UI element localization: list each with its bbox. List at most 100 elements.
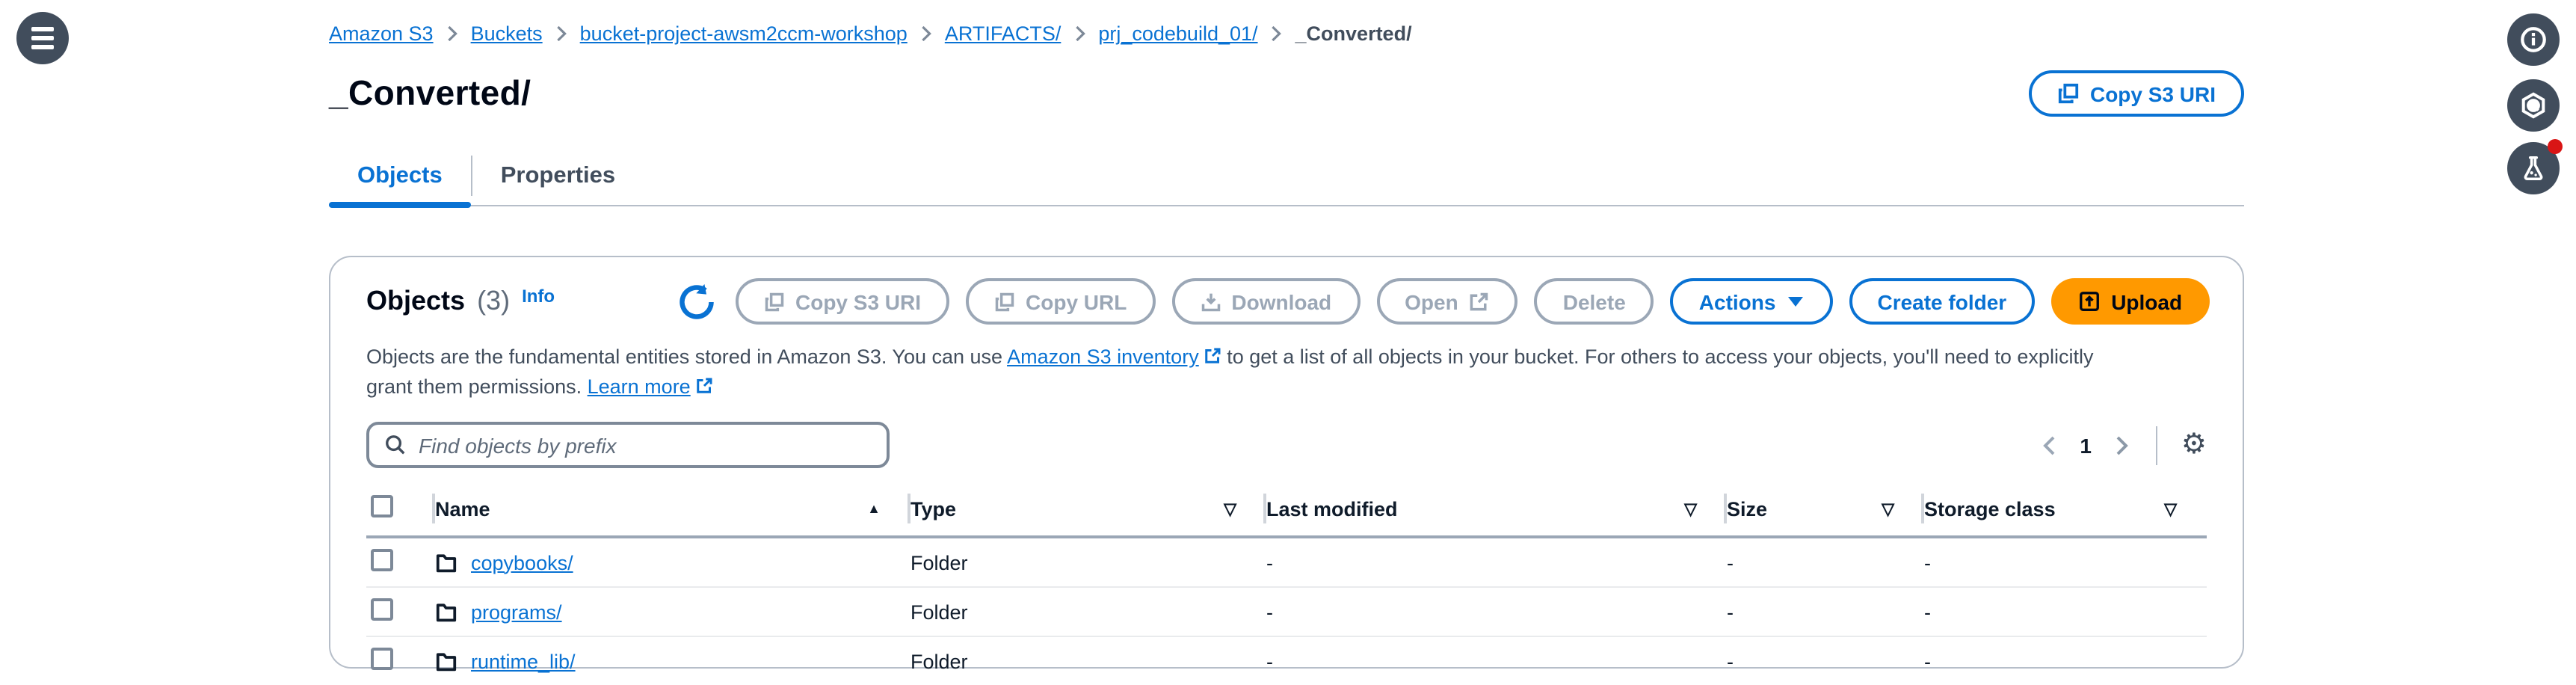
column-label: Name: [435, 497, 490, 520]
delete-button[interactable]: Delete: [1534, 278, 1654, 325]
search-box: [366, 422, 890, 468]
copy-icon: [765, 292, 784, 311]
refresh-button[interactable]: [677, 282, 716, 321]
download-button[interactable]: Download: [1171, 278, 1361, 325]
select-all-checkbox[interactable]: [371, 495, 393, 517]
objects-toolbar: Copy S3 URI Copy URL Download Open: [677, 278, 2210, 325]
chevron-right-icon: [1272, 25, 1282, 42]
breadcrumb-buckets[interactable]: Buckets: [470, 22, 543, 45]
copy-s3-uri-button[interactable]: Copy S3 URI: [736, 278, 950, 325]
pager-divider: [2155, 426, 2157, 464]
type-cell: Folder: [910, 600, 968, 623]
learn-more-link[interactable]: Learn more: [587, 375, 691, 398]
table-row: copybooks/ Folder - - -: [366, 537, 2207, 587]
hamburger-icon: [31, 27, 54, 49]
object-link[interactable]: runtime_lib/: [471, 650, 576, 672]
table-row: runtime_lib/ Folder - - -: [366, 636, 2207, 685]
column-header-name[interactable]: Name ▲: [435, 486, 910, 537]
row-checkbox[interactable]: [371, 549, 393, 571]
table-row: programs/ Folder - - -: [366, 587, 2207, 636]
preferences-gear-button[interactable]: ⚙: [2181, 431, 2207, 459]
type-cell: Folder: [910, 650, 968, 672]
experiments-button[interactable]: [2507, 139, 2563, 194]
sort-ascending-icon: ▲: [867, 501, 881, 516]
previous-page-button[interactable]: [2039, 431, 2059, 458]
column-label: Type: [910, 497, 957, 520]
sortable-icon: ▽: [1684, 500, 1697, 518]
column-header-storage-class[interactable]: Storage class▽: [1924, 486, 2207, 537]
column-header-type[interactable]: Type ▽: [910, 486, 1266, 537]
external-link-icon: [1204, 344, 1221, 372]
gear-icon: ⚙: [2181, 429, 2207, 461]
actions-label: Actions: [1698, 289, 1776, 313]
notification-dot: [2548, 139, 2563, 154]
amazon-q-icon: [2521, 92, 2545, 119]
storage-class-cell: -: [1924, 551, 1931, 574]
upload-label: Upload: [2111, 289, 2183, 313]
search-icon: [386, 435, 405, 455]
last-modified-cell: -: [1266, 600, 1273, 623]
panel-description: Objects are the fundamental entities sto…: [366, 342, 2207, 402]
tab-properties-label: Properties: [500, 162, 616, 188]
tab-bar: Objects Properties: [329, 147, 2244, 208]
sortable-icon: ▽: [2164, 500, 2177, 518]
objects-panel: Objects (3) Info Copy S3 URI Copy URL: [329, 256, 2244, 672]
search-input[interactable]: [419, 433, 872, 457]
actions-dropdown-button[interactable]: Actions: [1670, 278, 1833, 325]
open-button[interactable]: Open: [1376, 278, 1518, 325]
sortable-icon: ▽: [1224, 500, 1236, 518]
download-icon: [1201, 292, 1220, 311]
refresh-icon: [680, 283, 714, 319]
create-folder-button[interactable]: Create folder: [1849, 278, 2036, 325]
copy-s3-uri-label: Copy S3 URI: [2089, 82, 2216, 105]
sortable-icon: ▽: [1882, 500, 1894, 518]
tab-properties[interactable]: Properties: [472, 147, 644, 205]
object-link[interactable]: copybooks/: [471, 551, 573, 574]
open-label: Open: [1405, 289, 1458, 313]
copy-url-label: Copy URL: [1026, 289, 1127, 313]
breadcrumb-amazon-s3[interactable]: Amazon S3: [329, 22, 434, 45]
description-text: to get a list of all objects in your buc…: [1221, 345, 2094, 368]
storage-class-cell: -: [1924, 650, 1931, 672]
row-checkbox[interactable]: [371, 598, 393, 621]
download-label: Download: [1231, 289, 1332, 313]
upload-button[interactable]: Upload: [2051, 278, 2210, 325]
folder-icon: [436, 603, 457, 621]
copy-url-button[interactable]: Copy URL: [966, 278, 1156, 325]
breadcrumb: Amazon S3 Buckets bucket-project-awsm2cc…: [329, 0, 2244, 45]
copy-icon: [2058, 83, 2079, 104]
amazon-q-button[interactable]: [2507, 79, 2560, 132]
help-panel-button[interactable]: [2507, 13, 2560, 66]
current-page[interactable]: 1: [2080, 433, 2092, 457]
breadcrumb-prj-codebuild[interactable]: prj_codebuild_01/: [1098, 22, 1258, 45]
amazon-s3-inventory-link[interactable]: Amazon S3 inventory: [1007, 345, 1199, 368]
column-header-size[interactable]: Size ▽: [1727, 486, 1924, 537]
table-header-row: Name ▲ Type ▽ Last modified▽ Size ▽ Storage…: [366, 486, 2207, 537]
tab-objects-label: Objects: [357, 162, 443, 188]
page-title: _Converted/: [329, 73, 531, 112]
sidebar-menu-button[interactable]: [16, 12, 69, 64]
breadcrumb-bucket-name[interactable]: bucket-project-awsm2ccm-workshop: [579, 22, 908, 45]
caret-down-icon: [1787, 297, 1803, 307]
column-label: Size: [1727, 497, 1768, 520]
tab-objects[interactable]: Objects: [329, 147, 471, 208]
delete-label: Delete: [1562, 289, 1626, 313]
last-modified-cell: -: [1266, 650, 1273, 672]
chevron-left-icon: [2043, 435, 2055, 455]
chevron-right-icon: [2116, 435, 2128, 455]
upload-icon: [2080, 292, 2100, 311]
breadcrumb-artifacts[interactable]: ARTIFACTS/: [944, 22, 1061, 45]
description-text: grant them permissions.: [366, 375, 588, 398]
external-link-icon: [695, 374, 713, 402]
copy-s3-uri-header-button[interactable]: Copy S3 URI: [2028, 70, 2244, 117]
info-link[interactable]: Info: [522, 286, 555, 307]
row-checkbox[interactable]: [371, 648, 393, 670]
column-header-last-modified[interactable]: Last modified▽: [1266, 486, 1727, 537]
object-count: (3): [477, 286, 511, 316]
last-modified-cell: -: [1266, 551, 1273, 574]
next-page-button[interactable]: [2113, 431, 2132, 458]
object-link[interactable]: programs/: [471, 600, 562, 623]
objects-table: Name ▲ Type ▽ Last modified▽ Size ▽ Storage…: [366, 486, 2207, 685]
breadcrumb-current: _Converted/: [1295, 22, 1412, 45]
